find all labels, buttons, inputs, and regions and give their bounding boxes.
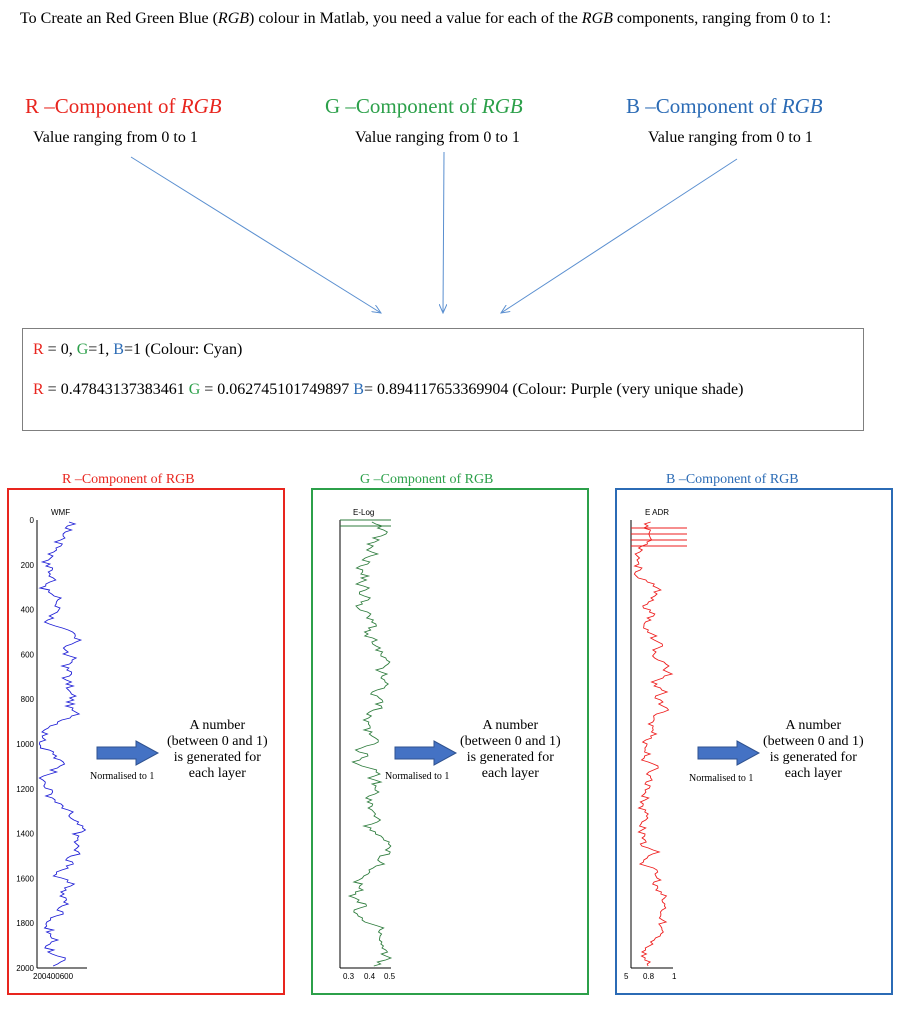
wmf-y-tick: 400 [21,606,35,615]
panel-g-note: A number (between 0 and 1) is generated … [460,718,561,782]
arrow-r [130,156,381,313]
panel-b: E ADR 5 0.8 1 A number (between 0 and 1)… [615,488,893,995]
eadr-x-tick-1: 5 [624,972,629,981]
ex1-g-label: G [76,341,89,358]
wmf-x-ticks: 200400600 [33,972,74,981]
panel-g-normalised: Normalised to 1 [385,771,450,782]
wmf-y-tick: 0 [30,516,35,525]
wmf-y-tick: 600 [21,650,35,659]
r-component-title: R –Component of RGB [25,94,222,119]
elog-name: E-Log [353,508,374,517]
ex1-b-value: =1 (Colour: Cyan) [123,341,243,358]
panel-g-note-4: each layer [481,766,539,781]
elog-x-tick-3: 0.5 [384,972,396,981]
b-component-prefix: B –Component of [626,94,782,118]
g-component-title: G –Component of RGB [325,94,523,119]
panel-r-note-4: each layer [188,766,246,781]
b-component-range: Value ranging from 0 to 1 [648,129,813,146]
ex2-g-label: G [188,381,201,398]
panel-r-note-1: A number [189,718,246,733]
wmf-y-tick: 1400 [16,830,34,839]
intro-rgb-1: RGB [217,10,250,27]
ex1-g-value: =1, [88,341,114,358]
intro-text: To Create an Red Green Blue (RGB) colour… [20,8,890,30]
panel-g-note-3: is generated for [466,750,554,765]
panel-g-note-2: (between 0 and 1) [460,734,561,749]
eadr-x-tick-2: 0.8 [643,972,655,981]
wmf-y-tick: 200 [21,561,35,570]
arrow-g [443,151,444,313]
intro-part-2: ) colour in Matlab, you need a value for… [249,10,582,27]
b-component-rgb: RGB [781,94,823,118]
ex1-b-label: B [113,341,124,358]
r-component-range: Value ranging from 0 to 1 [33,129,198,146]
panel-r-normalised: Normalised to 1 [90,771,155,782]
eadr-plot: E ADR 5 0.8 1 [624,508,687,981]
panel-b-normalised: Normalised to 1 [689,773,754,784]
eadr-name: E ADR [645,508,669,517]
wmf-log-plot: WMF 020040060080010001200140016001800200… [16,508,87,981]
wmf-trace [38,521,87,967]
b-component-title: B –Component of RGB [626,94,823,119]
panel-r-note-3: is generated for [173,750,261,765]
example-purple: R = 0.47843137383461 G = 0.0627451017498… [33,381,743,399]
connector-arrows [130,151,738,330]
ex2-b-label: B [353,381,364,398]
wmf-y-tick: 1600 [16,874,34,883]
elog-trace [347,521,393,967]
intro-rgb-2: RGB [581,10,613,27]
wmf-y-tick: 1800 [16,919,34,928]
g-component-range: Value ranging from 0 to 1 [355,129,520,146]
panel-b-note-3: is generated for [769,750,857,765]
ex2-b-value: = 0.894117653369904 (Colour: Purple (ver… [363,381,744,398]
arrow-b [501,158,738,313]
g-component-prefix: G –Component of [325,94,482,118]
panel-r-note: A number (between 0 and 1) is generated … [167,718,268,782]
panel-g: E-Log 0.3 0.4 0.5 A number (between 0 an… [311,488,589,995]
ex2-g-value: = 0.062745101749897 [200,381,354,398]
panel-g-title: G –Component of RGB [360,472,494,487]
elog-x-tick-1: 0.3 [343,972,355,981]
wmf-y-tick: 800 [21,695,35,704]
r-component-rgb: RGB [180,94,222,118]
ex2-r-value: = 0.47843137383461 [43,381,189,398]
panel-b-note: A number (between 0 and 1) is generated … [763,718,864,782]
elog-x-tick-2: 0.4 [364,972,376,981]
wmf-log-name: WMF [51,508,70,517]
wmf-y-tick: 2000 [16,964,34,973]
panel-r-arrow-icon [96,740,160,766]
ex2-r-label: R [33,381,44,398]
wmf-y-ticks: 0 200 400 600 800 1000 1200 1400 1600 1800 2000 [16,516,34,973]
panel-r-title: R –Component of RGB [62,472,195,487]
eadr-x-tick-3: 1 [672,972,677,981]
elog-plot: E-Log 0.3 0.4 0.5 [339,508,396,981]
g-component-rgb: RGB [481,94,523,118]
panel-r-note-2: (between 0 and 1) [167,734,268,749]
panel-g-note-1: A number [482,718,539,733]
wmf-y-tick: 1200 [16,785,34,794]
panel-b-note-2: (between 0 and 1) [763,734,864,749]
ex1-r-value: = 0, [43,341,77,358]
eadr-trace [633,521,674,967]
panel-b-note-4: each layer [784,766,842,781]
examples-box: R = 0, G=1, B=1 (Colour: Cyan) R = 0.478… [22,328,864,431]
ex1-r-label: R [33,341,44,358]
intro-part-3: components, ranging from 0 to 1: [612,10,832,27]
panel-b-arrow-icon [697,740,761,766]
panel-g-arrow-icon [394,740,458,766]
panel-b-title: B –Component of RGB [666,472,799,487]
panel-b-note-1: A number [785,718,842,733]
intro-part-1: To Create an Red Green Blue ( [20,10,218,27]
r-component-prefix: R –Component of [25,94,181,118]
wmf-y-tick: 1000 [16,740,34,749]
example-cyan: R = 0, G=1, B=1 (Colour: Cyan) [33,341,242,359]
